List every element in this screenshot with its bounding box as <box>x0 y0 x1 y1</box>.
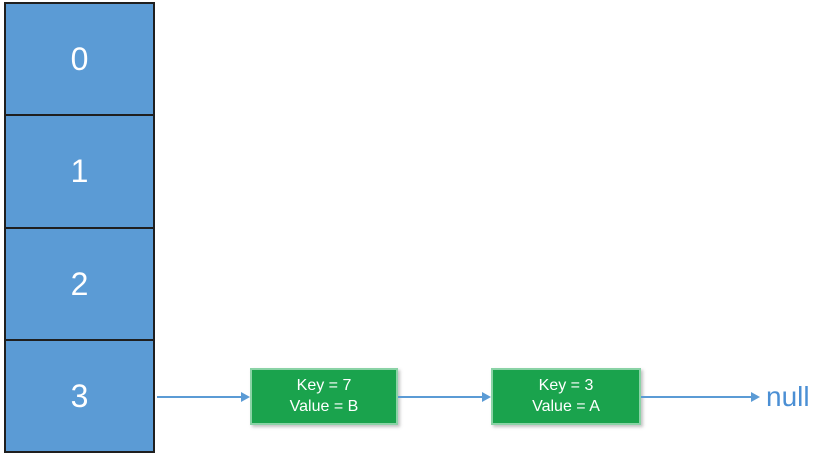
list-node-2: Key = 3 Value = A <box>491 368 641 425</box>
arrowhead-icon <box>241 392 250 402</box>
bucket-cell-0: 0 <box>6 4 153 117</box>
node2-value-text: Value = A <box>532 397 600 415</box>
bucket-label-2: 2 <box>70 265 89 302</box>
bucket-label-0: 0 <box>70 41 89 78</box>
arrow-shaft <box>157 396 242 398</box>
bucket-label-1: 1 <box>70 153 89 190</box>
arrowhead-icon <box>751 392 760 402</box>
bucket-cell-2: 2 <box>6 228 153 341</box>
list-node-1: Key = 7 Value = B <box>250 368 398 425</box>
bucket-cell-3: 3 <box>6 340 153 451</box>
null-terminator-label: null <box>766 381 810 412</box>
arrow-node1-to-node2 <box>398 392 491 402</box>
node1-value-text: Value = B <box>289 397 359 415</box>
arrow-node2-to-null <box>641 392 760 402</box>
arrow-shaft <box>641 396 752 398</box>
bucket-cell-1: 1 <box>6 116 153 229</box>
arrow-shaft <box>398 396 483 398</box>
arrowhead-icon <box>482 392 491 402</box>
node1-key-text: Key = 7 <box>296 376 352 394</box>
bucket-array: 0 1 2 3 <box>4 2 155 453</box>
node2-key-text: Key = 3 <box>538 376 594 394</box>
bucket-label-3: 3 <box>70 377 89 414</box>
arrow-bucket3-to-node1 <box>157 392 250 402</box>
